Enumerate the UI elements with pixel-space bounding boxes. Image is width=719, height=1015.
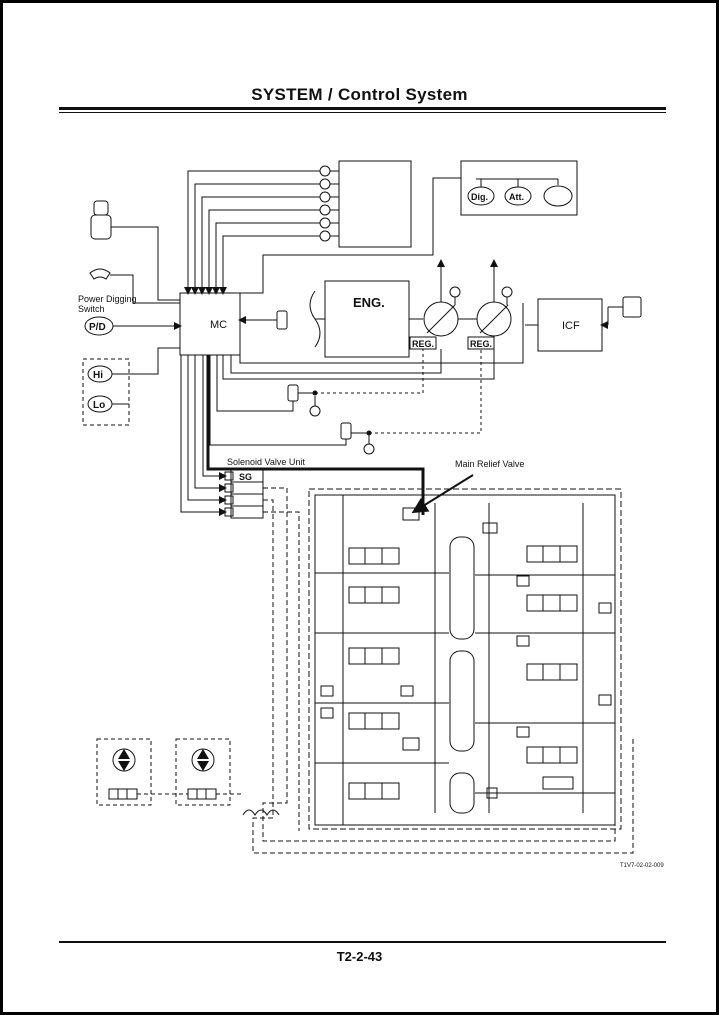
pressure-sensor-1 <box>287 384 299 402</box>
page-title: SYSTEM / Control System <box>251 85 468 104</box>
monitor-box <box>338 160 412 248</box>
mc-label: MC <box>210 319 227 331</box>
main-relief-valve-label: Main Relief Valve <box>455 459 524 469</box>
fuel-dial <box>89 268 111 280</box>
monitor-inputs <box>319 165 339 242</box>
att-button <box>504 186 532 206</box>
control-system-diagram: MC ENG. ICF REG. REG. Dig. Att. Power Di… <box>78 160 664 869</box>
dig-label: Dig. <box>471 192 488 202</box>
hi-lo-switch-box <box>82 358 130 426</box>
passage-2 <box>449 650 475 752</box>
engine-label: ENG. <box>353 295 385 310</box>
key-switch-body <box>90 214 112 240</box>
passage-1 <box>449 536 475 640</box>
att-label: Att. <box>509 192 524 202</box>
blank-button <box>543 185 573 207</box>
icf-label: ICF <box>562 320 580 332</box>
reg-label-2: REG. <box>470 339 492 349</box>
lo-label: Lo <box>93 400 105 411</box>
icf-terminal <box>622 296 642 318</box>
figure-code: T1V7-02-02-009 <box>620 863 664 869</box>
engine-block <box>324 280 410 358</box>
header-rule <box>59 107 666 110</box>
regulator-2 <box>467 336 495 350</box>
left-spools <box>348 547 400 800</box>
travel-motor-right <box>175 738 231 806</box>
main-relief-valve-symbol <box>402 507 420 521</box>
pd-label: P/D <box>89 322 106 333</box>
speed-sensor <box>276 310 288 330</box>
page-number: T2-2-43 <box>336 949 383 964</box>
travel-motor-left <box>96 738 152 806</box>
control-valve-outline <box>308 488 622 830</box>
power-digging-label-1: Power Digging <box>78 294 137 304</box>
power-digging-label-2: Switch <box>78 304 105 314</box>
sg-label: SG <box>239 472 252 482</box>
footer-rule <box>59 941 666 943</box>
pressure-sensor-2 <box>340 422 352 440</box>
hi-label: Hi <box>93 370 103 381</box>
line-crossover <box>242 809 280 816</box>
header-rule-thin <box>59 112 666 113</box>
right-spools <box>526 545 578 790</box>
mode-panel <box>460 160 578 216</box>
dig-button <box>467 186 495 206</box>
solenoid-valve-unit-label: Solenoid Valve Unit <box>227 457 305 467</box>
reg-label-1: REG. <box>412 339 434 349</box>
